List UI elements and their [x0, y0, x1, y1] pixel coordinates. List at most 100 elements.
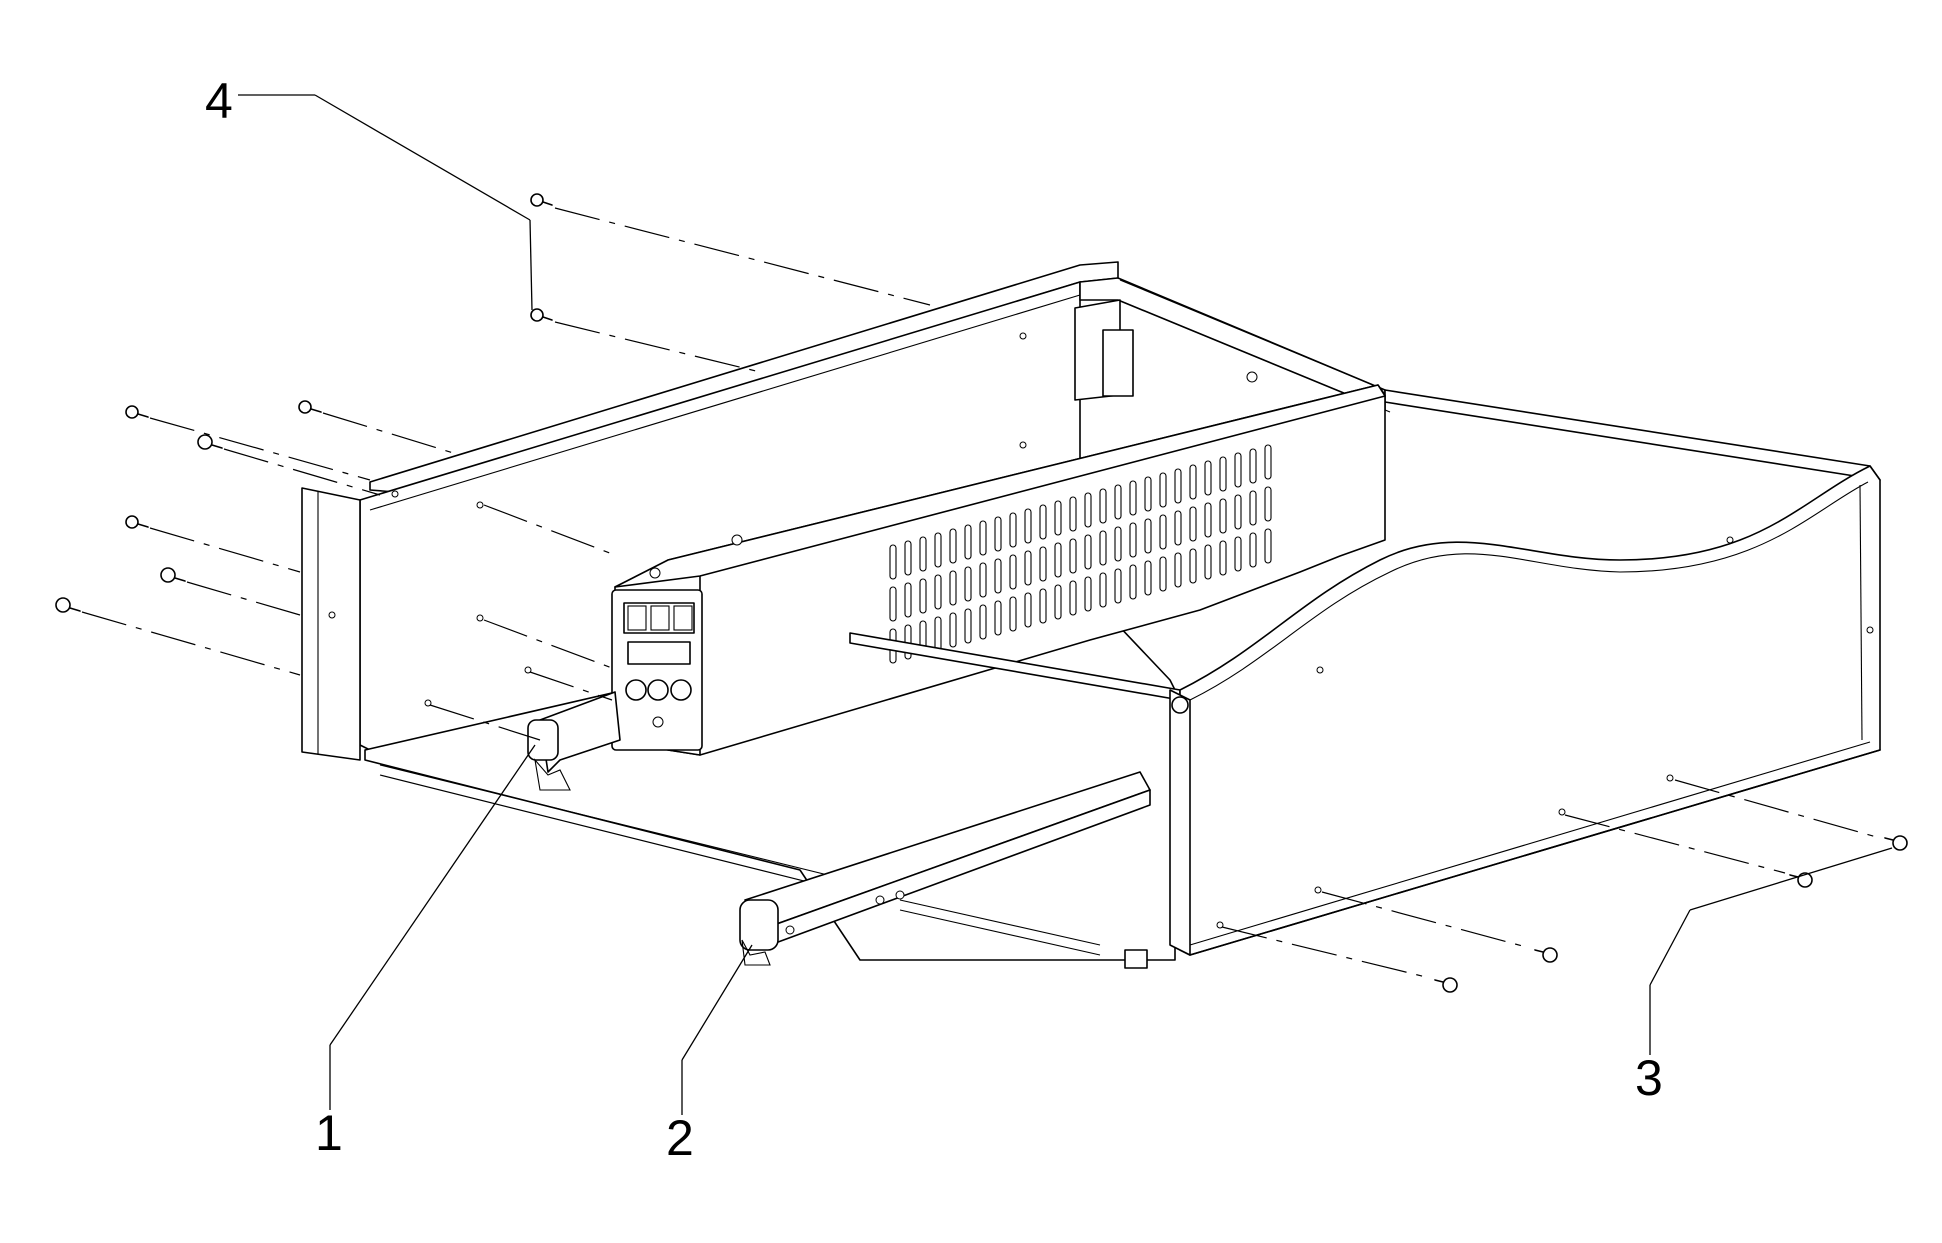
vent-slot [1264, 444, 1272, 480]
vent-slot [1189, 464, 1197, 500]
tray-back-wall [1019, 277, 1391, 449]
vent-slot [979, 604, 987, 640]
vent-slot [1174, 552, 1182, 588]
vent-slot [934, 616, 942, 652]
vent-slot [1009, 554, 1017, 590]
callout-1: 1 [315, 1105, 343, 1161]
vent-slot [1264, 486, 1272, 522]
screw-icon [197, 434, 223, 450]
vent-slot [1039, 588, 1047, 624]
right-screws [1221, 779, 1908, 993]
vent-slot [1099, 530, 1107, 566]
vent-slot [1144, 560, 1152, 596]
vent-slot [1189, 506, 1197, 542]
screw-icon [1434, 977, 1458, 993]
vent-slot [964, 608, 972, 644]
vent-slot [1189, 548, 1197, 584]
vent-slot [1174, 468, 1182, 504]
screw-icon [55, 597, 81, 613]
vent-slot [1084, 492, 1092, 528]
vent-slot [1234, 536, 1242, 572]
vent-slot [1129, 564, 1137, 600]
left-front-post [301, 487, 361, 761]
screw-icon [1534, 947, 1558, 963]
top-screws [530, 193, 931, 373]
vent-slot [949, 528, 957, 564]
vent-slot [1024, 592, 1032, 628]
vent-slot [979, 562, 987, 598]
vent-slot [1264, 528, 1272, 564]
vent-slot [1024, 550, 1032, 586]
leader-lines [238, 94, 1893, 1115]
vent-slot [1009, 512, 1017, 548]
vent-slot [904, 540, 912, 576]
vent-slot [1219, 540, 1227, 576]
screw-icon [1884, 835, 1908, 851]
vent-slot [994, 558, 1002, 594]
vent-slot [1159, 472, 1167, 508]
vent-slot [889, 586, 897, 622]
vent-slot [1204, 460, 1212, 496]
vent-slot [994, 600, 1002, 636]
screw-icon [530, 193, 553, 207]
callout-4: 4 [205, 73, 233, 129]
vent-slot [979, 520, 987, 556]
screw-icon [125, 515, 149, 529]
vent-slot [1234, 452, 1242, 488]
screw-icon [298, 400, 322, 414]
vent-slot [1099, 572, 1107, 608]
vent-slot [1114, 568, 1122, 604]
vent-slot [1024, 508, 1032, 544]
vent-slot [994, 516, 1002, 552]
screw-icon [160, 567, 186, 583]
vent-slot [1084, 576, 1092, 612]
vent-slot [949, 612, 957, 648]
vent-slot [1204, 544, 1212, 580]
vent-slot [964, 524, 972, 560]
vent-slot [949, 570, 957, 606]
left-screws [55, 400, 322, 613]
slide-rail-left [527, 691, 621, 791]
front-drawer [849, 465, 1881, 956]
vent-slot [1039, 504, 1047, 540]
vent-slot [1234, 494, 1242, 530]
vent-slot [889, 544, 897, 580]
vent-slot [919, 536, 927, 572]
vent-slot [904, 582, 912, 618]
vent-slot [1069, 538, 1077, 574]
left-screw-axes [81, 412, 616, 741]
vent-slot [1114, 484, 1122, 520]
callout-3: 3 [1635, 1050, 1663, 1106]
vent-slot [1144, 476, 1152, 512]
vent-slot [1054, 542, 1062, 578]
screw-icon [1789, 872, 1813, 888]
vent-slot [1219, 498, 1227, 534]
vent-slot [934, 574, 942, 610]
vent-slot [1159, 556, 1167, 592]
vent-slot [1084, 534, 1092, 570]
vent-slot [1204, 502, 1212, 538]
vent-slot [1144, 518, 1152, 554]
slide-rail-front [739, 771, 1151, 969]
vent-slot [1129, 480, 1137, 516]
vent-slot [1249, 448, 1257, 484]
vent-slot [1114, 526, 1122, 562]
tray-left-wall [359, 261, 1119, 751]
vent-slot [1174, 510, 1182, 546]
vent-slot [1249, 532, 1257, 568]
vent-slot [1054, 584, 1062, 620]
callout-2: 2 [666, 1110, 694, 1166]
vent-slot [1054, 500, 1062, 536]
vent-slot [934, 532, 942, 568]
vent-slot [919, 578, 927, 614]
vent-slot [1069, 496, 1077, 532]
vent-slot [1219, 456, 1227, 492]
vent-slot [1039, 546, 1047, 582]
vent-slot [1099, 488, 1107, 524]
vent-slot [1159, 514, 1167, 550]
screw-icon [530, 308, 553, 322]
ventilation-slots [889, 444, 1272, 664]
vent-slot [1129, 522, 1137, 558]
screw-icon [125, 405, 149, 419]
